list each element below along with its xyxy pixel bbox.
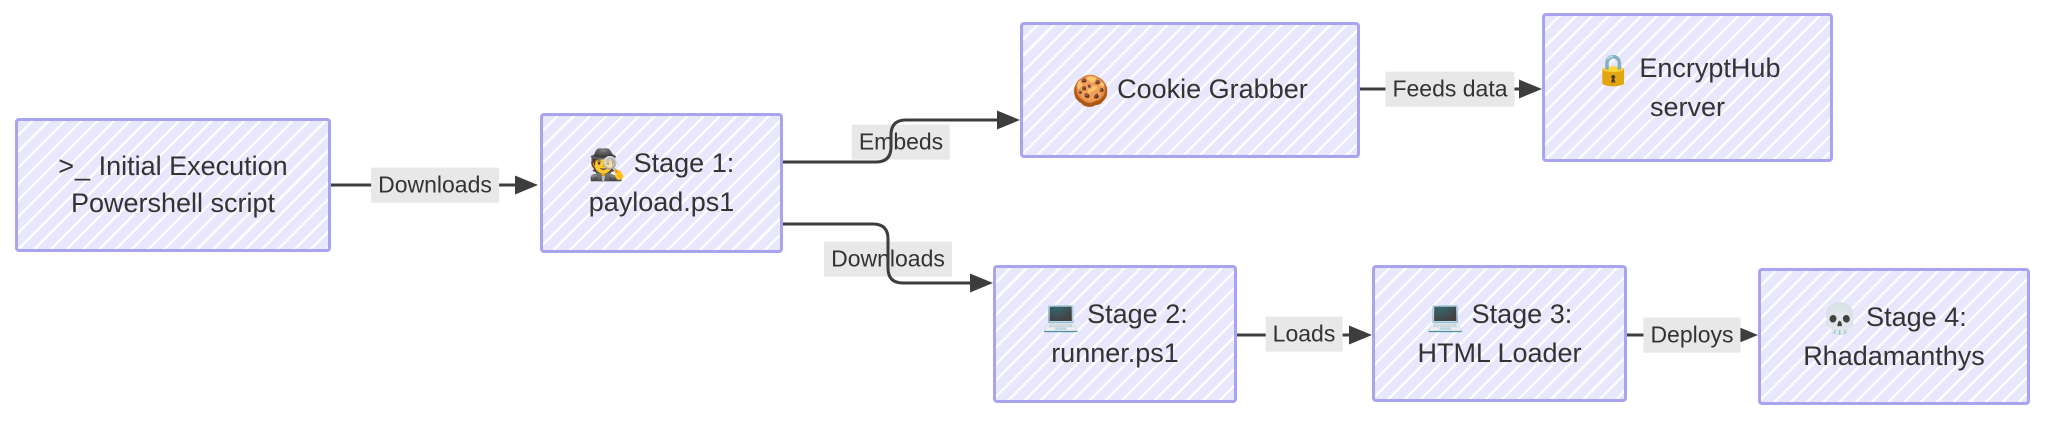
node-text: 💀 Stage 4: Rhadamanthys — [1803, 299, 1985, 375]
node-subtitle: HTML Loader — [1417, 337, 1582, 368]
node-subtitle: runner.ps1 — [1051, 338, 1179, 368]
node-subtitle: Powershell script — [70, 188, 276, 218]
detective-icon: 🕵️ — [588, 149, 627, 182]
node-stage-2: 💻 Stage 2: runner.ps1 — [993, 265, 1237, 403]
edge-feeds-data-arrowhead — [1519, 79, 1542, 99]
node-text: 🍪 Cookie Grabber — [1072, 71, 1307, 110]
edge-embeds-arrowhead — [997, 110, 1020, 130]
node-initial-execution: >_ Initial Execution Powershell script — [15, 118, 331, 252]
edge-label-downloads-1: Downloads — [371, 167, 499, 203]
terminal-prompt-icon: >_ — [58, 151, 92, 181]
node-text: 💻 Stage 2: runner.ps1 — [1042, 296, 1187, 372]
edge-downloads-1-arrowhead — [515, 175, 538, 195]
node-subtitle: Rhadamanthys — [1803, 340, 1985, 371]
cookie-icon: 🍪 — [1072, 74, 1110, 108]
node-title: EncryptHub — [1639, 52, 1781, 83]
node-cookie-grabber: 🍪 Cookie Grabber — [1020, 22, 1360, 158]
skull-icon: 💀 — [1821, 302, 1859, 336]
node-stage-4: 💀 Stage 4: Rhadamanthys — [1758, 268, 2030, 405]
edge-loads-arrowhead — [1349, 325, 1372, 345]
node-text: 🕵️ Stage 1: payload.ps1 — [589, 145, 735, 221]
node-title: Cookie Grabber — [1117, 73, 1308, 104]
node-subtitle: server — [1649, 91, 1725, 122]
edge-label-deploys: Deploys — [1643, 317, 1741, 353]
node-title: Initial Execution — [98, 151, 288, 181]
node-text: >_ Initial Execution Powershell script — [58, 148, 287, 222]
node-title: Stage 2: — [1087, 299, 1188, 329]
node-text: 💻 Stage 3: HTML Loader — [1417, 296, 1581, 372]
node-text: 🔒 EncryptHub server — [1595, 50, 1781, 126]
edge-downloads-2-arrowhead — [970, 273, 993, 293]
node-title: Stage 1: — [633, 148, 735, 178]
edge-label-loads: Loads — [1265, 316, 1343, 352]
node-title: Stage 3: — [1471, 298, 1573, 329]
edge-label-feeds-data: Feeds data — [1385, 71, 1515, 107]
laptop-icon: 💻 — [1042, 300, 1080, 333]
laptop-icon: 💻 — [1426, 299, 1465, 333]
node-stage-3: 💻 Stage 3: HTML Loader — [1372, 265, 1627, 402]
edge-label-downloads-2: Downloads — [824, 241, 952, 277]
lock-icon: 🔒 — [1594, 53, 1632, 87]
node-stage-1: 🕵️ Stage 1: payload.ps1 — [540, 113, 783, 253]
node-title: Stage 4: — [1866, 301, 1967, 332]
edge-label-embeds: Embeds — [851, 124, 951, 160]
node-subtitle: payload.ps1 — [588, 187, 735, 217]
node-encrypthub-server: 🔒 EncryptHub server — [1542, 13, 1833, 162]
